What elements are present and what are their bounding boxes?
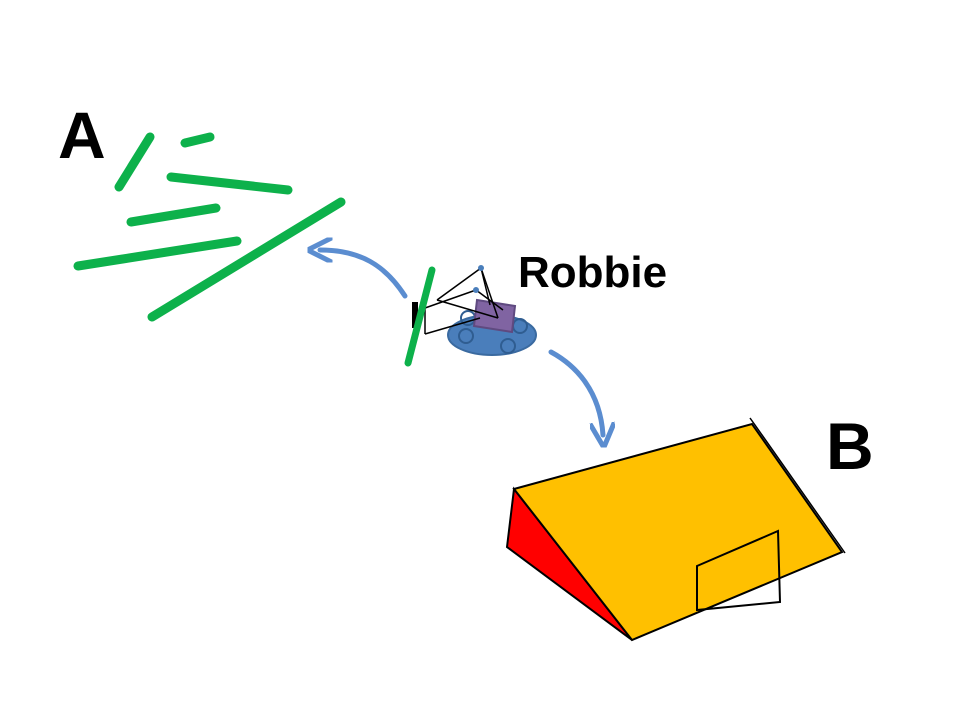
robot-arm-joint-mid [473, 287, 479, 293]
stick-2 [180, 132, 215, 148]
stick-6 [147, 197, 346, 322]
robot-gripper [412, 302, 418, 328]
robot-arm-joint-top [478, 265, 484, 271]
robot-wheel-4 [500, 338, 516, 354]
lean-to-shelter-icon [505, 417, 846, 642]
stick-3 [166, 172, 293, 195]
stick-4 [126, 203, 221, 227]
stick-5 [73, 236, 242, 271]
arrow-to-shelter-b [548, 349, 603, 435]
arrow-to-pile-a [320, 250, 408, 299]
shelter-roof [512, 422, 844, 642]
robot-chassis [472, 298, 517, 334]
shelter-label-b: B [826, 409, 874, 483]
robot-name-label: Robbie [518, 248, 667, 297]
stick-pile-icon [73, 132, 346, 322]
held-stick [404, 266, 436, 367]
shelter-right-side [749, 417, 846, 554]
robot-wheel-3 [458, 328, 474, 344]
tracked-robot-icon [404, 265, 537, 367]
stick-1 [114, 132, 155, 192]
pile-label-a: A [58, 98, 106, 172]
shelter-door [696, 529, 782, 612]
robot-arm [424, 267, 504, 335]
